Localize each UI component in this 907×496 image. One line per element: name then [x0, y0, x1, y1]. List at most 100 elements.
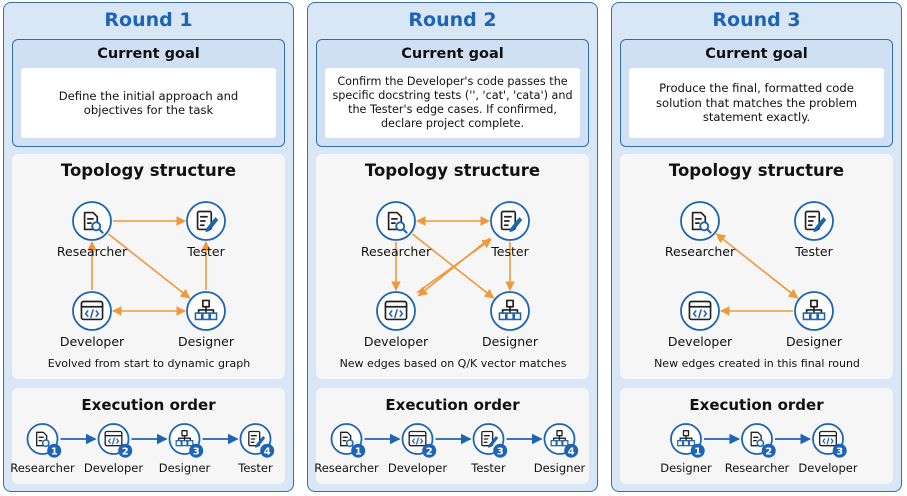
designer-node: 4 [543, 423, 579, 458]
developer-node: 2 [97, 423, 133, 458]
execution-step-label: Tester [237, 461, 273, 475]
current-goal-box: Current goal Confirm the Developer's cod… [316, 39, 589, 147]
topology-title: Topology structure [364, 161, 541, 180]
execution-step-label: Researcher [725, 461, 790, 475]
topology-title: Topology structure [668, 161, 845, 180]
node-label: Researcher [57, 244, 128, 259]
researcher-node: Researcher [57, 201, 128, 259]
node-label: Designer [482, 334, 539, 349]
tester-node: 3 [472, 423, 508, 458]
execution-title: Execution order [689, 396, 824, 414]
execution-step-label: Designer [534, 461, 586, 475]
developer-node: 2 [401, 423, 437, 458]
step-badge [422, 443, 437, 458]
node-label: Tester [794, 244, 833, 259]
developer-icon [80, 300, 104, 321]
round-title: Round 3 [712, 9, 801, 31]
step-number: 3 [497, 446, 504, 457]
developer-node: Developer [60, 291, 125, 349]
researcher-node: 1 [26, 423, 62, 458]
execution-step-label: Researcher [314, 461, 379, 475]
round-title: Round 1 [104, 9, 193, 31]
designer-icon [550, 429, 569, 447]
node-label: Tester [186, 244, 225, 259]
current-goal-box: Current goal Produce the final, formatte… [620, 39, 893, 147]
researcher-node: Researcher [361, 201, 432, 259]
step-number: 2 [122, 446, 129, 457]
step-badge [493, 443, 508, 458]
step-badge [47, 443, 62, 458]
designer-node: Designer [482, 291, 539, 349]
node-label: Researcher [361, 244, 432, 259]
developer-node: Developer [668, 291, 733, 349]
goal-title: Current goal [401, 46, 504, 62]
designer-icon [498, 299, 522, 321]
execution-step-label: Designer [660, 461, 712, 475]
step-number: 3 [193, 446, 200, 457]
topology-title: Topology structure [60, 161, 237, 180]
step-number: 2 [765, 446, 772, 457]
designer-node: Designer [178, 291, 235, 349]
developer-icon [408, 430, 427, 447]
tester-icon [500, 210, 523, 233]
graph-edge [416, 238, 492, 294]
developer-node: Developer [364, 291, 429, 349]
step-badge [832, 443, 847, 458]
tester-node: 4 [239, 423, 275, 458]
node-label: Designer [786, 334, 843, 349]
developer-icon [818, 430, 838, 447]
researcher-node: 1 [330, 423, 366, 458]
researcher-icon [35, 431, 52, 450]
step-number: 2 [426, 446, 433, 457]
developer-icon [104, 430, 123, 447]
designer-icon [677, 429, 695, 447]
developer-icon [688, 300, 712, 321]
step-number: 1 [694, 446, 701, 457]
topology-caption: Evolved from start to dynamic graph [48, 357, 251, 370]
goal-title: Current goal [705, 46, 808, 62]
step-number: 4 [264, 446, 271, 457]
node-label: Tester [490, 244, 529, 259]
execution-step-label: Developer [84, 461, 143, 475]
graph-edge [417, 237, 491, 297]
researcher-icon [387, 211, 408, 234]
designer-icon [175, 429, 194, 447]
step-badge [761, 443, 776, 458]
topology-caption: New edges based on Q/K vector matches [340, 357, 567, 370]
tester-node: Tester [794, 201, 834, 259]
round-2-panel: Round 2 Current goal Confirm the Develop… [307, 2, 598, 492]
designer-icon [802, 299, 826, 321]
researcher-node: Researcher [665, 201, 736, 259]
execution-step-label: Tester [470, 461, 506, 475]
designer-node: 3 [168, 423, 204, 458]
step-number: 4 [568, 446, 575, 457]
step-badge [189, 443, 204, 458]
step-number: 3 [836, 446, 843, 457]
execution-title: Execution order [385, 396, 520, 414]
step-number: 1 [51, 446, 58, 457]
step-badge [118, 443, 133, 458]
step-badge [260, 443, 275, 458]
tester-node: Tester [186, 201, 226, 259]
graph-edge [107, 233, 191, 299]
step-badge [351, 443, 366, 458]
execution-step-label: Designer [159, 461, 211, 475]
tester-icon [196, 210, 219, 233]
tester-node: Tester [490, 201, 530, 259]
step-badge [690, 443, 705, 458]
current-goal-box: Current goal Define the initial approach… [12, 39, 285, 147]
goal-text: Define the initial approach and objectiv… [21, 68, 276, 138]
round-title: Round 2 [408, 9, 497, 31]
tester-icon [481, 430, 499, 448]
tester-icon [804, 210, 827, 233]
topology-caption: New edges created in this final round [654, 357, 860, 370]
